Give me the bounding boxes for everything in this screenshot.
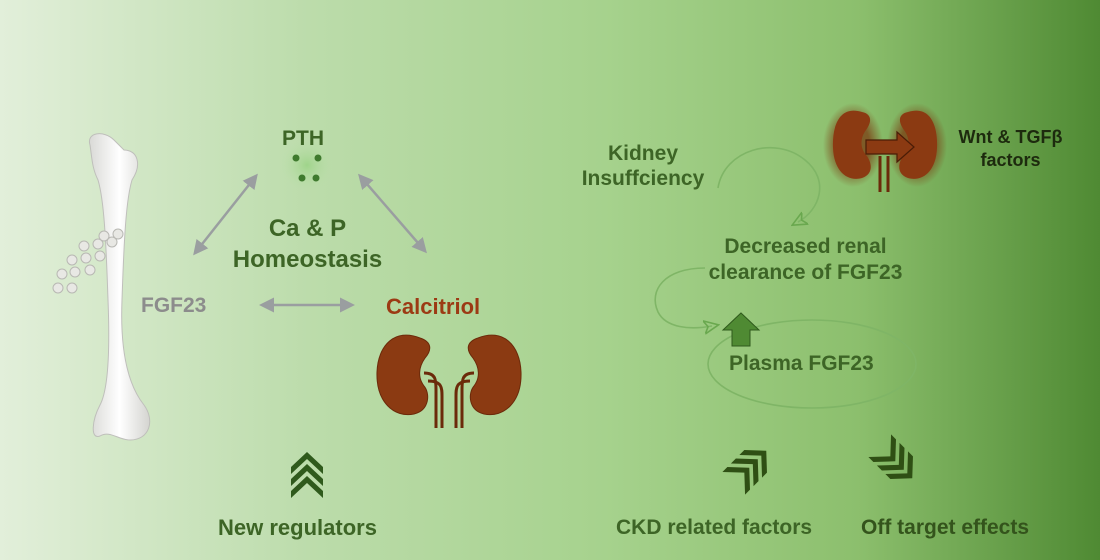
kidney-insufficiency-label: Kidney Insuffciency	[568, 141, 718, 191]
homeostasis-line1: Ca & P	[268, 215, 347, 242]
pth-label: PTH	[282, 127, 324, 150]
kidney-insufficiency-line1: Kidney	[607, 142, 678, 165]
arrow-fgf23-pth	[193, 173, 258, 256]
curved-arrow-clearance-to-plasma	[654, 267, 712, 328]
curved-arrow-kidney-to-clearance	[717, 146, 821, 222]
chevrons-up-icon	[291, 452, 323, 498]
plasma-loop-arrow	[707, 319, 917, 409]
decreased-clearance-line1: Decreased renal	[724, 235, 887, 258]
arrow-pth-calcitriol	[358, 173, 427, 254]
plasma-fgf23-label: Plasma FGF23	[729, 352, 874, 375]
wnt-tgfb-line2: factors	[980, 150, 1041, 170]
homeostasis-title: Ca & P Homeostasis	[215, 213, 400, 275]
ckd-factors-label: CKD related factors	[616, 516, 813, 539]
kidneys-icon	[376, 334, 522, 428]
off-target-label: Off target effects	[861, 516, 1030, 539]
fgf23-label: FGF23	[141, 294, 207, 317]
homeostasis-line2: Homeostasis	[232, 246, 383, 273]
new-regulators-label: New regulators	[218, 515, 377, 540]
kidney-insufficiency-line2: Insuffciency	[581, 167, 705, 190]
chevrons-diagonal-down-icon	[868, 434, 913, 479]
parathyroid-gland-icon	[281, 139, 333, 191]
decreased-clearance-label: Decreased renal clearance of FGF23	[688, 234, 923, 286]
calcitriol-label: Calcitriol	[386, 294, 481, 319]
kidneys-glow-icon	[823, 103, 947, 192]
wnt-tgfb-line1: Wnt & TGFβ	[958, 127, 1063, 147]
wnt-tgfb-label: Wnt & TGFβ factors	[943, 126, 1078, 172]
femur-bone-illustration	[88, 133, 151, 441]
bone-cells-dots	[52, 228, 124, 294]
decreased-clearance-line2: clearance of FGF23	[708, 261, 903, 284]
chevrons-diagonal-up-icon	[722, 450, 767, 495]
up-arrow-icon	[721, 312, 761, 347]
